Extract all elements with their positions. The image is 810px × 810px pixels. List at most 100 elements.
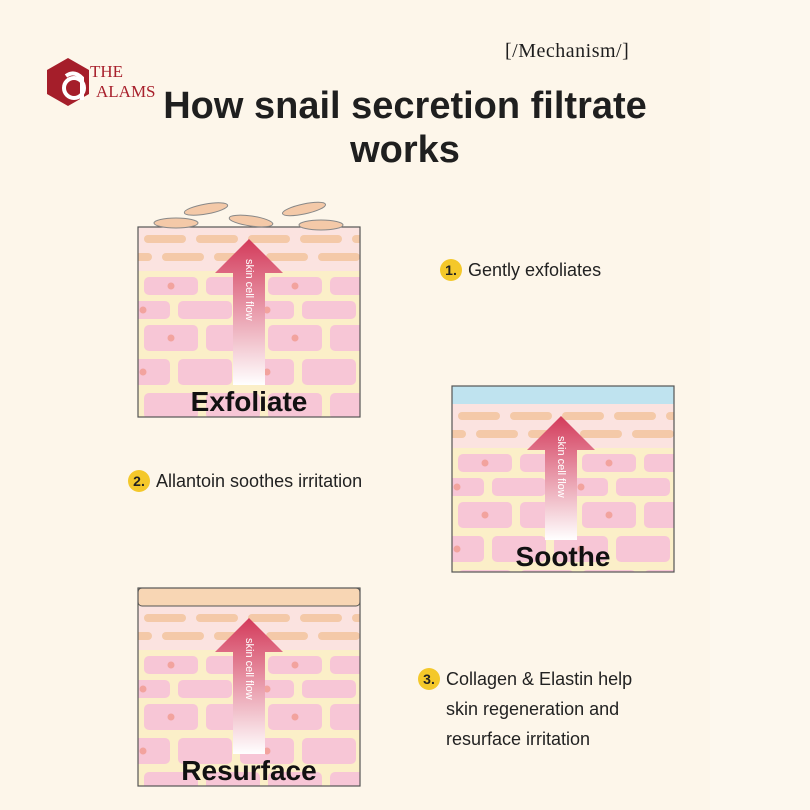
flat-cell — [458, 412, 500, 420]
skin-cell — [616, 478, 670, 496]
skin-cell — [644, 502, 674, 528]
cell-nucleus — [605, 459, 613, 467]
new-skin-layer — [137, 587, 361, 607]
upward-arrow-icon — [215, 618, 283, 754]
skin-flake — [298, 219, 344, 231]
flat-cell — [352, 235, 360, 243]
skin-cell — [330, 704, 360, 730]
skin-cell — [178, 680, 232, 698]
skin-cell — [492, 478, 546, 496]
step-number-badge: 3. — [418, 668, 440, 690]
skin-cell — [452, 536, 484, 562]
logo-mark-icon — [47, 58, 89, 106]
step-2: 2. Allantoin soothes irritation — [128, 466, 362, 496]
step-text: Collagen & Elastin help skin regeneratio… — [446, 669, 633, 749]
cell-nucleus — [167, 334, 175, 342]
skin-flake — [281, 201, 327, 217]
flat-cell — [562, 412, 604, 420]
skin-cell — [138, 680, 170, 698]
cell-nucleus — [481, 459, 489, 467]
step-3: 3. Collagen & Elastin help skin regenera… — [418, 664, 632, 754]
step-text: Allantoin soothes irritation — [156, 471, 363, 491]
cell-nucleus — [139, 747, 147, 755]
skin-cell — [268, 772, 322, 786]
page-title: How snail secretion filtrate works — [163, 85, 647, 171]
flat-cell — [248, 614, 290, 622]
skin-cell — [138, 359, 170, 385]
brand-logo: THE ALAMS — [44, 56, 156, 108]
skin-cell — [206, 393, 260, 417]
flat-cell — [196, 614, 238, 622]
background-edge — [710, 0, 810, 810]
skin-cell — [302, 301, 356, 319]
skin-cell — [330, 277, 360, 295]
skin-flake — [153, 217, 199, 229]
flat-cell — [452, 430, 466, 438]
step-number-badge: 2. — [128, 470, 150, 492]
section-tag: [/Mechanism/] — [505, 40, 630, 62]
arrow-label: skin cell flow — [243, 259, 255, 321]
skin-cell — [616, 536, 670, 562]
flat-cell — [510, 412, 552, 420]
upward-arrow-icon — [215, 239, 283, 385]
cell-nucleus — [139, 368, 147, 376]
skin-cell — [330, 325, 360, 351]
flat-cell — [300, 614, 342, 622]
cell-nucleus — [291, 282, 299, 290]
flat-cell — [162, 253, 204, 261]
cell-nucleus — [453, 483, 461, 491]
cell-nucleus — [291, 661, 299, 669]
skin-cell — [138, 738, 170, 764]
skin-cell — [330, 656, 360, 674]
cell-nucleus — [577, 545, 585, 553]
step-text: Gently exfoliates — [468, 260, 602, 280]
flat-cell — [144, 614, 186, 622]
skin-cell — [206, 772, 260, 786]
brand-line2: ALAMS — [96, 82, 156, 101]
panel-label: Soothe — [516, 541, 611, 572]
flat-cell — [318, 253, 360, 261]
flat-cell — [266, 632, 308, 640]
cell-nucleus — [577, 483, 585, 491]
skin-cell — [330, 772, 360, 786]
flat-cell — [300, 235, 342, 243]
skin-cell — [302, 680, 356, 698]
step-number-badge: 1. — [440, 259, 462, 281]
panel-label: Exfoliate — [191, 386, 308, 417]
cell-nucleus — [167, 282, 175, 290]
cell-nucleus — [605, 511, 613, 519]
skin-flake — [183, 202, 229, 216]
skin-cell — [178, 738, 232, 764]
skin-cell — [268, 393, 322, 417]
skin-cell — [144, 772, 198, 786]
cell-nucleus — [263, 368, 271, 376]
flat-cell — [318, 632, 360, 640]
arrow-label: skin cell flow — [243, 638, 255, 700]
cell-nucleus — [291, 713, 299, 721]
cell-nucleus — [139, 306, 147, 314]
cell-nucleus — [139, 685, 147, 693]
skin-cell — [302, 359, 356, 385]
step-1: 1. Gently exfoliates — [440, 255, 601, 285]
soothing-layer — [452, 386, 674, 404]
flat-cell — [666, 412, 674, 420]
skin-cell — [144, 393, 198, 417]
brand-line1: THE — [90, 62, 124, 81]
cell-nucleus — [167, 661, 175, 669]
skin-flake — [228, 214, 274, 228]
flat-cell — [476, 430, 518, 438]
flat-cell — [162, 632, 204, 640]
upward-arrow-icon — [527, 416, 595, 540]
skin-cell — [178, 359, 232, 385]
flat-cell — [144, 235, 186, 243]
cell-nucleus — [263, 306, 271, 314]
skin-cell — [302, 738, 356, 764]
cell-nucleus — [453, 545, 461, 553]
flat-cell — [352, 614, 360, 622]
panel-label: Resurface — [181, 755, 316, 786]
cell-nucleus — [167, 713, 175, 721]
skin-cell — [492, 536, 546, 562]
